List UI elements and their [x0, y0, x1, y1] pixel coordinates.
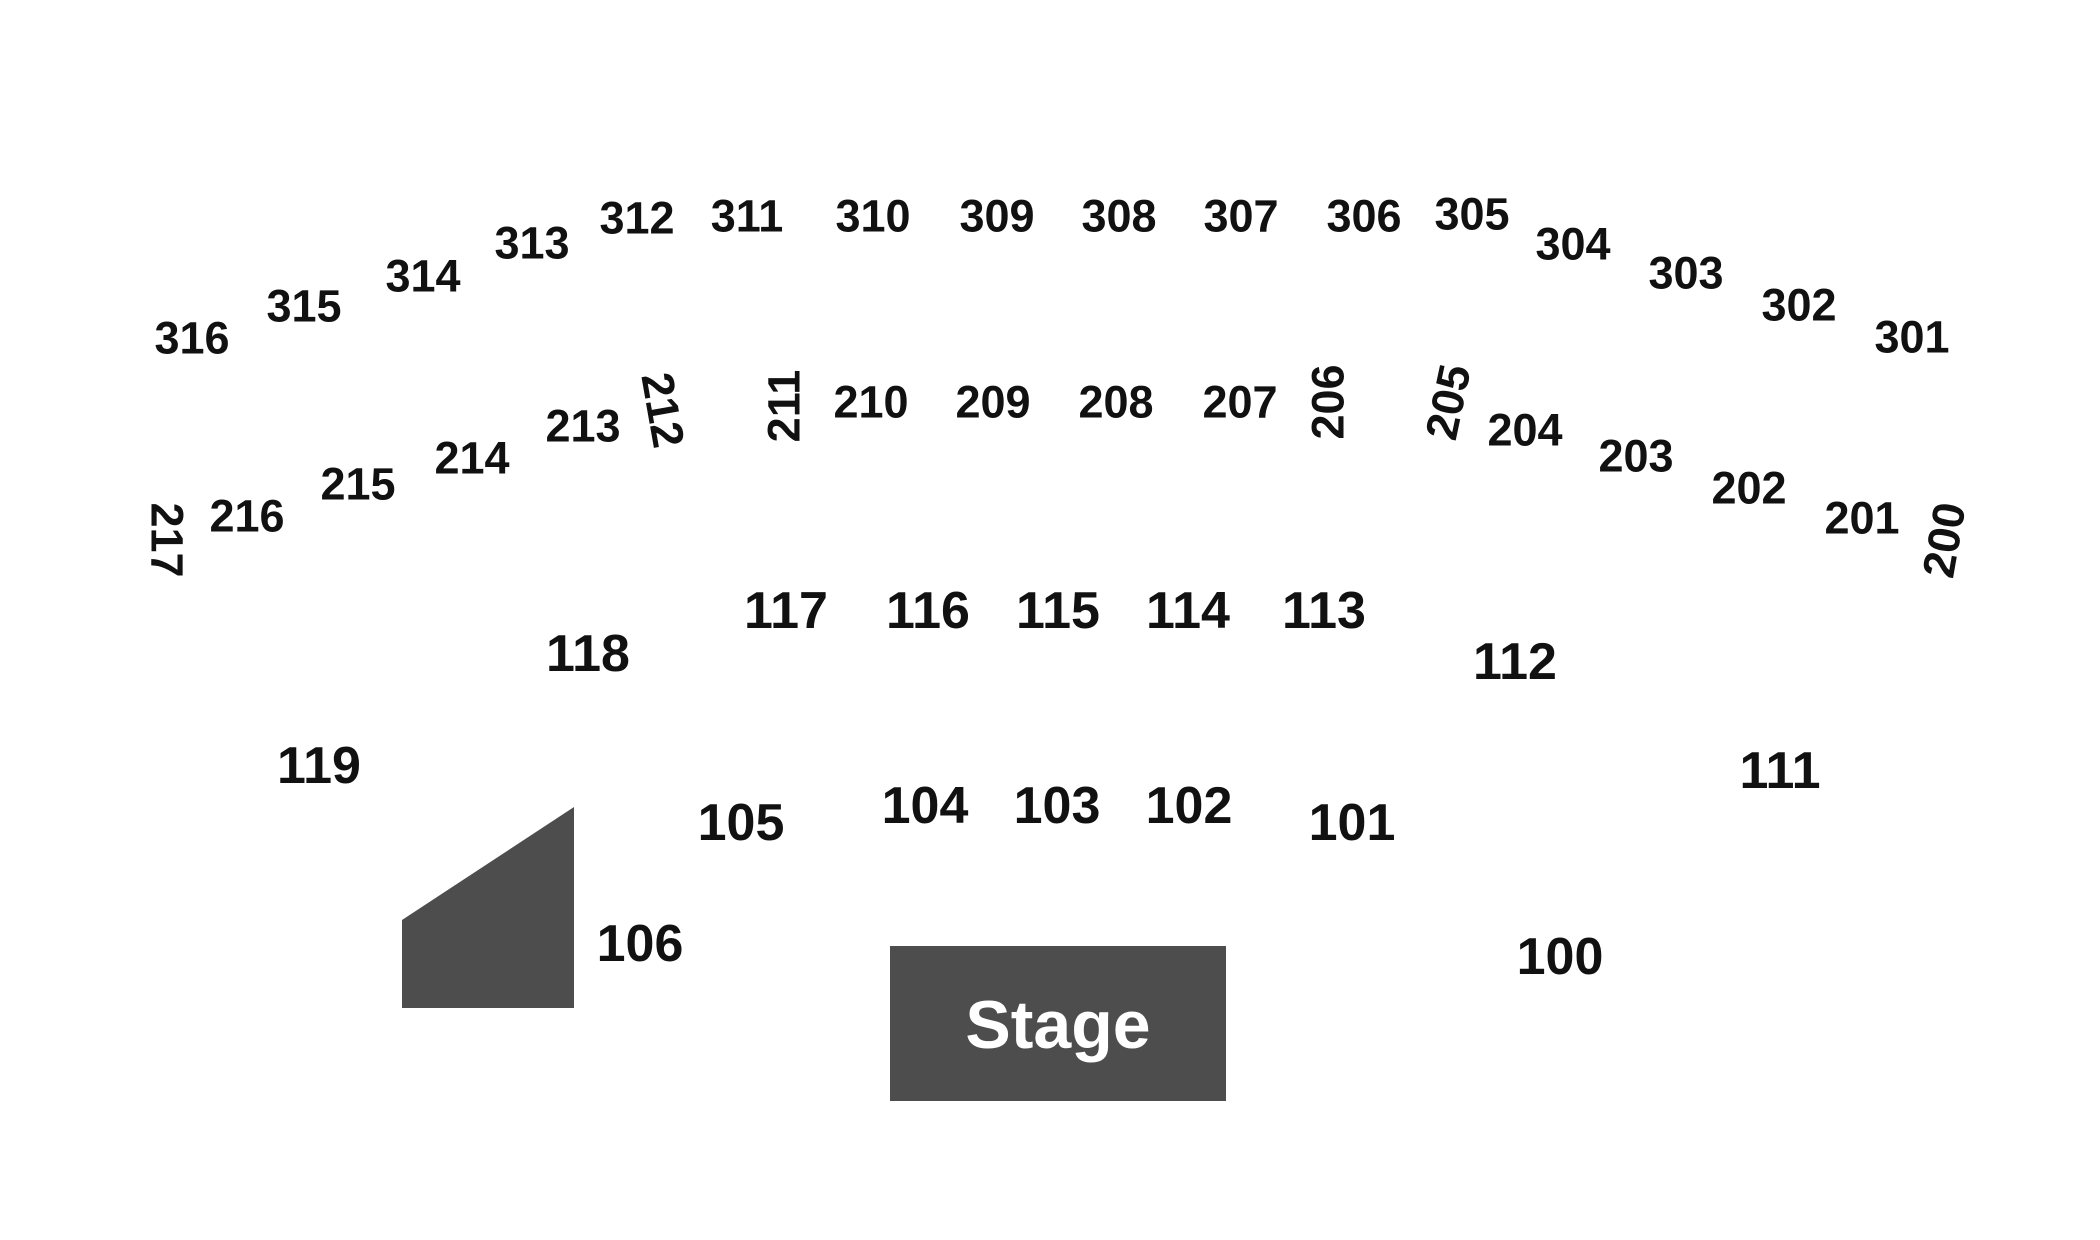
- section-117[interactable]: 117: [744, 582, 828, 640]
- section-217[interactable]: 217: [142, 502, 193, 577]
- section-314[interactable]: 314: [385, 251, 460, 302]
- section-216[interactable]: 216: [209, 491, 284, 542]
- section-304[interactable]: 304: [1535, 219, 1610, 270]
- section-312[interactable]: 312: [599, 193, 674, 244]
- section-208[interactable]: 208: [1078, 377, 1153, 428]
- section-204[interactable]: 204: [1487, 405, 1562, 456]
- section-202[interactable]: 202: [1711, 463, 1786, 514]
- section-113[interactable]: 113: [1282, 582, 1366, 640]
- section-311[interactable]: 311: [711, 191, 784, 242]
- section-114[interactable]: 114: [1146, 582, 1230, 640]
- section-206[interactable]: 206: [1303, 364, 1354, 439]
- section-303[interactable]: 303: [1648, 248, 1723, 299]
- section-308[interactable]: 308: [1081, 191, 1156, 242]
- mix-position-block: [402, 807, 574, 1008]
- section-210[interactable]: 210: [833, 377, 908, 428]
- section-103[interactable]: 103: [1014, 777, 1101, 835]
- section-205[interactable]: 205: [1415, 360, 1480, 444]
- section-102[interactable]: 102: [1146, 777, 1233, 835]
- section-207[interactable]: 207: [1202, 377, 1277, 428]
- section-118[interactable]: 118: [546, 625, 630, 683]
- section-211[interactable]: 211: [759, 370, 810, 443]
- section-104[interactable]: 104: [882, 777, 969, 835]
- section-106[interactable]: 106: [597, 915, 684, 973]
- section-214[interactable]: 214: [434, 433, 509, 484]
- section-203[interactable]: 203: [1598, 431, 1673, 482]
- section-313[interactable]: 313: [494, 218, 569, 269]
- section-119[interactable]: 119: [277, 737, 361, 795]
- section-112[interactable]: 112: [1473, 633, 1557, 691]
- section-111[interactable]: 111: [1739, 742, 1820, 800]
- section-315[interactable]: 315: [266, 281, 341, 332]
- section-115[interactable]: 115: [1016, 582, 1100, 640]
- section-310[interactable]: 310: [835, 191, 910, 242]
- section-305[interactable]: 305: [1434, 189, 1509, 240]
- section-301[interactable]: 301: [1874, 312, 1949, 363]
- section-307[interactable]: 307: [1203, 191, 1278, 242]
- section-200[interactable]: 200: [1912, 499, 1975, 582]
- section-316[interactable]: 316: [154, 313, 229, 364]
- section-105[interactable]: 105: [698, 794, 785, 852]
- section-100[interactable]: 100: [1517, 928, 1604, 986]
- section-116[interactable]: 116: [886, 582, 970, 640]
- section-201[interactable]: 201: [1824, 493, 1899, 544]
- section-212[interactable]: 212: [631, 369, 694, 452]
- section-213[interactable]: 213: [545, 401, 620, 452]
- section-309[interactable]: 309: [959, 191, 1034, 242]
- stage-label: Stage: [965, 987, 1150, 1063]
- section-209[interactable]: 209: [955, 377, 1030, 428]
- section-306[interactable]: 306: [1326, 191, 1401, 242]
- section-101[interactable]: 101: [1309, 794, 1396, 852]
- section-302[interactable]: 302: [1761, 280, 1836, 331]
- stage-block: [890, 946, 1226, 1101]
- section-215[interactable]: 215: [320, 459, 395, 510]
